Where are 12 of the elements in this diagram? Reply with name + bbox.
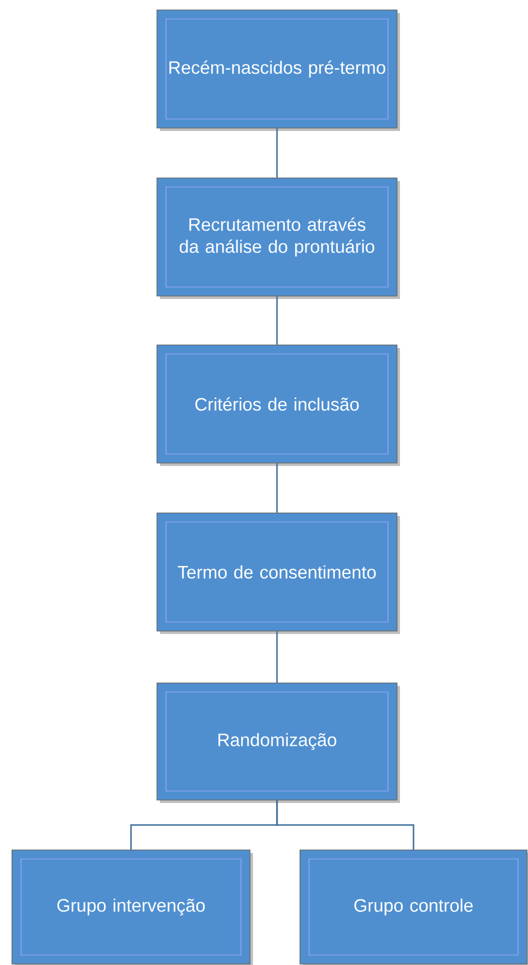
process-box: Randomização <box>156 682 400 803</box>
process-box: Recrutamento através da análise do prontuário <box>156 178 400 299</box>
connector-line <box>276 631 278 683</box>
process-box: Critérios de inclusão <box>156 344 400 466</box>
connector-line <box>276 463 278 513</box>
process-box: Termo de consentimento <box>156 512 400 634</box>
process-box: Grupo controle <box>300 850 528 965</box>
process-box: Grupo intervenção <box>12 850 253 965</box>
connector-line <box>276 296 278 345</box>
process-box: Recém-nascidos pré-termo <box>156 10 400 131</box>
connector-line <box>276 800 414 850</box>
connector-line <box>276 128 278 178</box>
